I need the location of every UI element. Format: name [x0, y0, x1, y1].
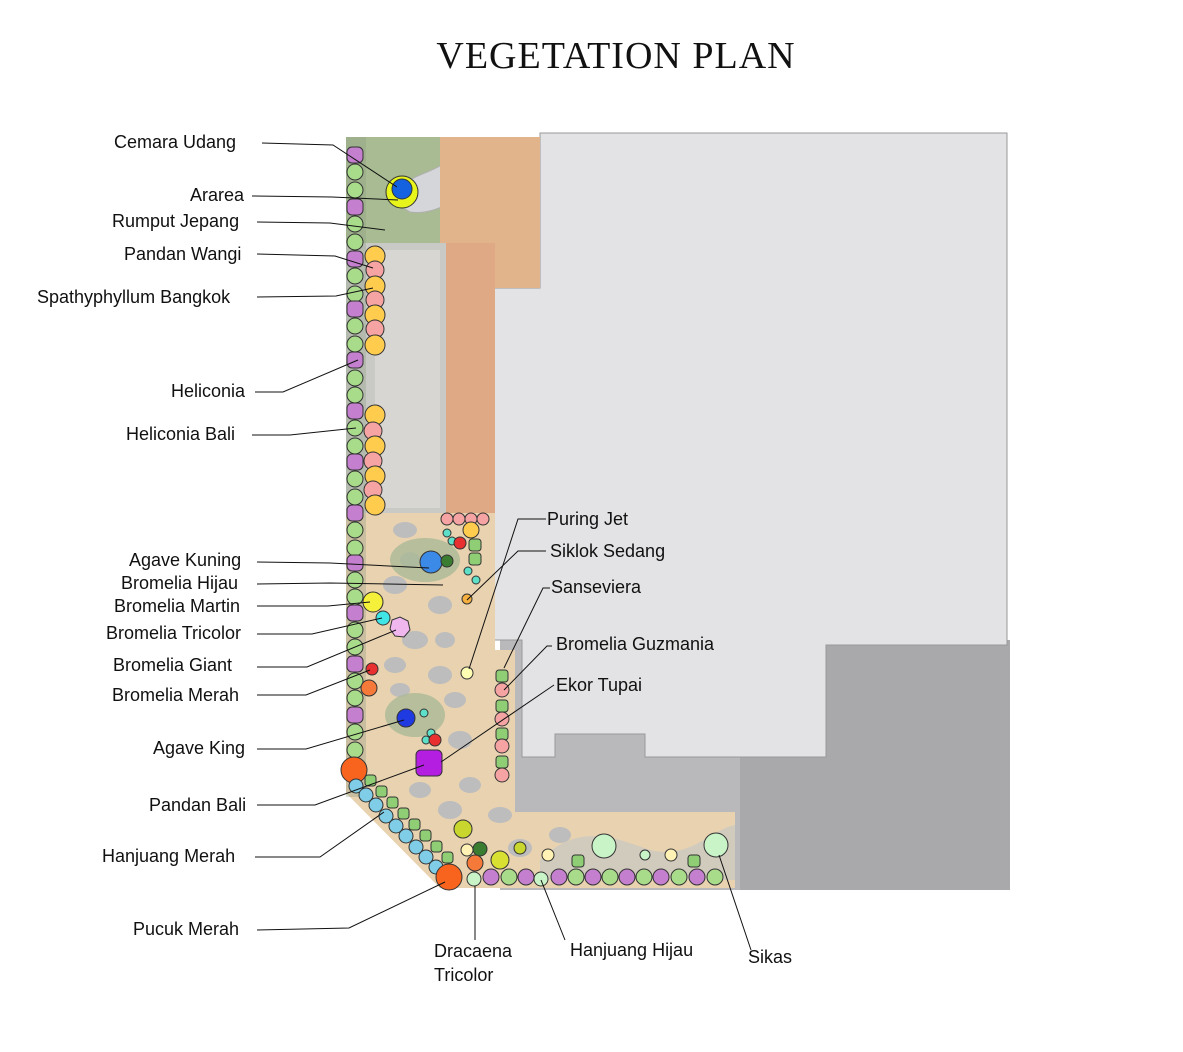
- label-tricolor: Tricolor: [434, 965, 494, 985]
- stepping-stones: [383, 522, 571, 857]
- label-spathyphyllum-bangkok: Spathyphyllum Bangkok: [37, 287, 231, 307]
- bottom-garden-plants: [453, 819, 729, 872]
- label-cemara-udang: Cemara Udang: [114, 132, 237, 152]
- plant-symbols: [340, 146, 729, 891]
- label-bromelia-merah: Bromelia Merah: [112, 685, 240, 705]
- label-dracaena: Dracaena: [434, 941, 513, 961]
- label-puring-jet: Puring Jet: [547, 509, 629, 529]
- upper-garden-plants: [360, 512, 490, 697]
- label-bromelia-hijau: Bromelia Hijau: [121, 573, 239, 593]
- flower-column-upper: [364, 245, 386, 356]
- bottom-border-shrubs: [466, 868, 724, 887]
- label-heliconia-bali: Heliconia Bali: [126, 424, 236, 444]
- label-pandan-bali: Pandan Bali: [149, 795, 247, 815]
- label-bromelia-martin: Bromelia Martin: [114, 596, 241, 616]
- page-title: VEGETATION PLAN: [436, 35, 796, 77]
- leader-lines: [251, 142, 752, 951]
- label-pucuk-merah: Pucuk Merah: [133, 919, 240, 939]
- label-agave-kuning: Agave Kuning: [129, 550, 242, 570]
- lower-island-plants: [396, 708, 443, 777]
- label-ekor-tupai: Ekor Tupai: [556, 675, 643, 695]
- left-border-shrubs: [346, 146, 364, 759]
- cemara-udang-tree: [385, 175, 419, 209]
- label-rumput-jepang: Rumput Jepang: [112, 211, 240, 231]
- label-ararea: Ararea: [190, 185, 245, 205]
- label-hanjuang-merah: Hanjuang Merah: [102, 846, 236, 866]
- label-agave-king: Agave King: [153, 738, 246, 758]
- flower-column-lower: [363, 404, 386, 516]
- wood-deck: [440, 137, 540, 513]
- label-hanjuang-hijau: Hanjuang Hijau: [570, 940, 694, 960]
- label-sikas: Sikas: [748, 947, 793, 967]
- label-pandan-wangi: Pandan Wangi: [124, 244, 242, 264]
- label-bromelia-guzmania: Bromelia Guzmania: [556, 634, 715, 654]
- right-column-plants: [494, 669, 510, 783]
- label-siklok-sedang: Siklok Sedang: [550, 541, 666, 561]
- label-heliconia: Heliconia: [171, 381, 246, 401]
- label-bromelia-giant: Bromelia Giant: [113, 655, 233, 675]
- label-sanseviera: Sanseviera: [551, 577, 642, 597]
- label-bromelia-tricolor: Bromelia Tricolor: [106, 623, 242, 643]
